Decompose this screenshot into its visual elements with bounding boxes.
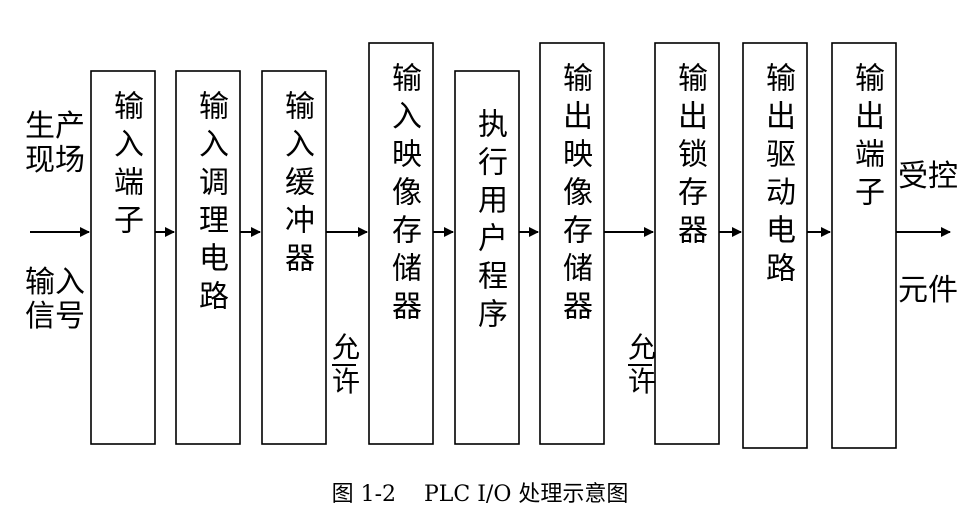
permit-label-1-bottom: 许 bbox=[332, 365, 361, 398]
box-input-buffer bbox=[261, 70, 327, 445]
box-label-input-terminal: 输入端子 bbox=[108, 90, 143, 242]
box-label-user-program: 执行用户程序 bbox=[472, 108, 507, 336]
box-output-image bbox=[539, 42, 605, 445]
permit-label-2-bottom: 许 bbox=[628, 365, 657, 398]
box-label-input-conditioning: 输入调理电路 bbox=[193, 90, 228, 318]
box-label-output-terminal: 输出端子 bbox=[849, 62, 884, 214]
box-input-terminal bbox=[90, 70, 156, 445]
box-label-input-image: 输入映像存储器 bbox=[386, 62, 421, 328]
figure-caption: 图 1-2 PLC I/O 处理示意图 bbox=[331, 482, 629, 507]
permit-label-2: 允 许 bbox=[628, 334, 656, 396]
permit-label-2-line bbox=[628, 364, 652, 366]
box-output-latch bbox=[654, 42, 720, 445]
permit-label-2-top: 允 bbox=[628, 331, 657, 364]
right-text-bottom: 元件 bbox=[898, 273, 958, 308]
box-output-driver bbox=[742, 42, 808, 449]
permit-label-1-line bbox=[332, 364, 356, 366]
box-label-output-image: 输出映像存储器 bbox=[557, 62, 592, 328]
box-label-input-buffer: 输入缓冲器 bbox=[279, 90, 314, 280]
box-output-terminal bbox=[831, 42, 897, 449]
permit-label-1-top: 允 bbox=[332, 331, 361, 364]
box-label-output-driver: 输出驱动电路 bbox=[760, 62, 795, 290]
left-text-top: 生产现场 bbox=[25, 109, 85, 178]
left-text-bottom: 输入信号 bbox=[25, 265, 85, 334]
box-input-conditioning bbox=[175, 70, 241, 445]
box-user-program bbox=[454, 70, 520, 445]
box-input-image bbox=[368, 42, 434, 445]
permit-label-1: 允 许 bbox=[332, 334, 360, 396]
box-label-output-latch: 输出锁存器 bbox=[672, 62, 707, 252]
right-text-top: 受控 bbox=[898, 159, 958, 194]
